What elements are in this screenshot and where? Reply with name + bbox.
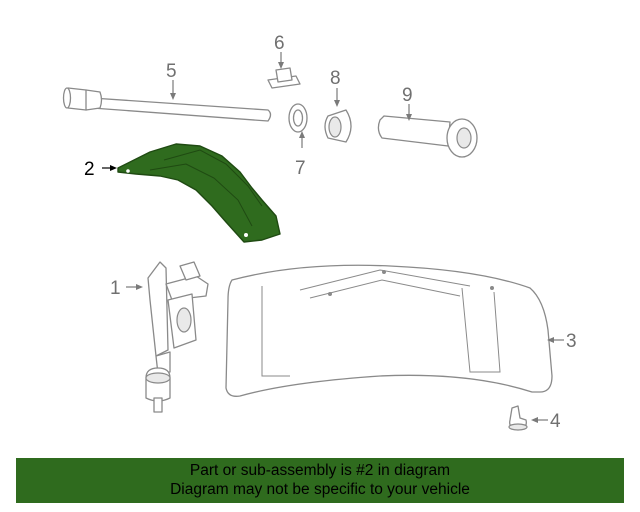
banner-background	[16, 458, 624, 503]
part-3-panel: 3	[225, 264, 577, 397]
part-5-rod: 5	[62, 61, 272, 122]
part-9-grip: 9	[377, 85, 478, 158]
banner-line-1: Part or sub-assembly is #2 in diagram	[189, 462, 451, 479]
callout-6: 6	[274, 33, 285, 54]
part-4-pin: 4	[508, 405, 561, 432]
callout-9: 9	[402, 85, 413, 106]
callout-5: 5	[166, 61, 177, 82]
part-6-clip: 6	[267, 33, 301, 89]
callout-2: 2	[84, 159, 95, 180]
part-1-mount: 1	[110, 261, 209, 413]
part-8-cap: 8	[324, 68, 352, 143]
part-7-grommet: 7	[288, 103, 308, 179]
callout-8: 8	[330, 68, 341, 89]
callout-7: 7	[295, 158, 306, 179]
callout-3: 3	[566, 331, 577, 352]
highlighted-part-2	[117, 143, 281, 243]
banner-line-2: Diagram may not be specific to your vehi…	[170, 481, 470, 498]
callout-1: 1	[110, 278, 121, 299]
part-2-bracket: 2	[84, 143, 281, 243]
info-banner: Part or sub-assembly is #2 in diagram Di…	[16, 458, 624, 503]
callout-4: 4	[550, 411, 561, 432]
